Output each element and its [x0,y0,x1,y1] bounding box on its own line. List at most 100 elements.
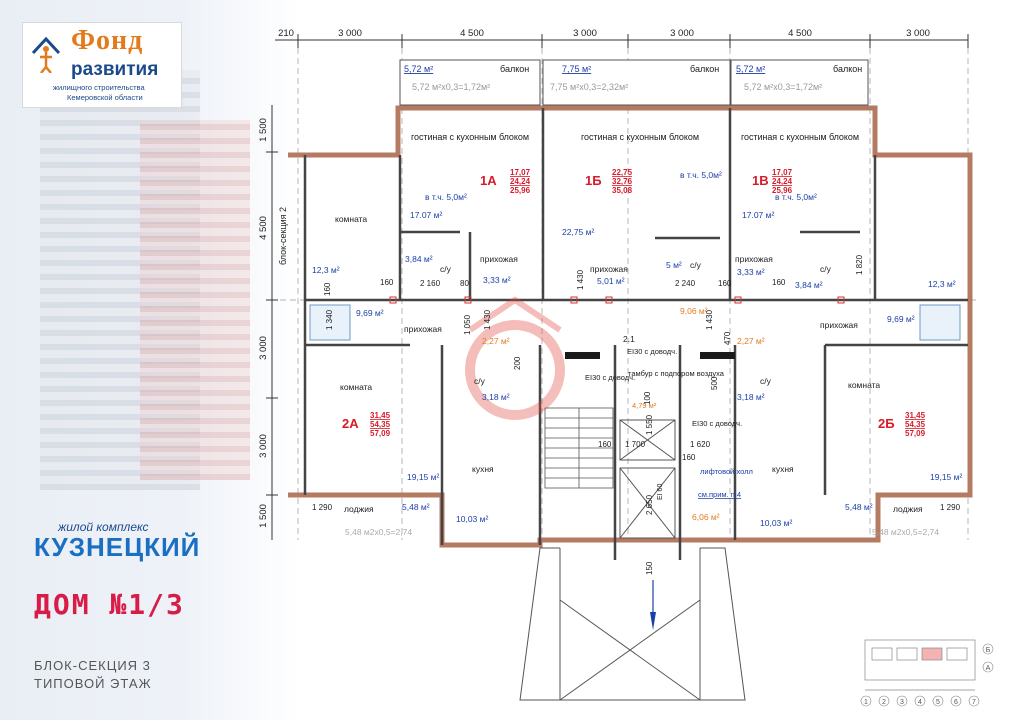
dim-150: 150 [645,561,654,575]
dim-470: 470 [723,331,732,345]
apt-1a-v2: 24,24 [510,177,531,186]
building-photo-red [140,120,250,480]
room-2a-area: 19,15 м² [407,472,439,482]
dim-2240: 2 240 [675,279,696,288]
dim-2160: 2 160 [420,279,441,288]
mini-axis-4: 4 [918,699,922,706]
dim-1050: 1 050 [463,314,472,335]
hall-1a-area: 3,33 м² [483,275,511,285]
dim-1430-a: 1 430 [576,269,585,290]
living-1a-area: 17.07 м² [410,210,442,220]
balcony-1b-calc: 7,75 м²х0,3=2,32м² [550,82,628,92]
living-1a: гостиная с кухонным блоком [411,132,529,142]
tambur-area: 4,79 м² [632,401,657,410]
mini-axis-6: 6 [954,699,958,706]
ei30-right: EI30 с доводч. [692,419,742,428]
fire-doors [565,352,735,359]
hall-2b-label: прихожая [820,320,858,330]
hall-1b-label: прихожая [590,264,628,274]
ei60-label: EI 60 [657,484,664,500]
stair-number: 2.1 [623,334,635,344]
dim-1550: 1 550 [645,414,654,435]
apt-2b-v1: 31,45 [905,411,926,420]
loggia-2b-label: лоджия [893,504,923,514]
loggia-2b-area: 5,48 м² [845,502,873,512]
dim-160-f: 160 [682,453,696,462]
apt-2a-v2: 54,35 [370,420,391,429]
hall-2b-area: 9,69 м² [887,314,915,324]
complex-name: КУЗНЕЦКИЙ [34,532,201,562]
staircase [544,407,614,489]
su-1b-area: 5 м² [666,260,682,270]
inner-walls [303,108,968,560]
balcony-1a-label: балкон [500,64,529,74]
su-1v-area: 3,84 м² [795,280,823,290]
incl-1v: в т.ч. 5,0м² [775,192,817,202]
hall-2a-label: прихожая [404,324,442,334]
apt-2a-id: 2А [342,416,359,431]
balcony-1a-calc: 5,72 м²х0,3=1,72м² [412,82,490,92]
mini-axis-a: А [986,665,991,672]
mini-axis-b: Б [986,647,991,654]
balcony-1v [730,59,869,106]
mini-axis-circles [860,643,994,707]
dim-top-5: 4 500 [788,28,812,39]
house-title: ДОМ №1/3 [34,588,185,621]
building-photo [40,70,200,490]
vent-shafts [309,304,961,341]
su-2b-area: 3,18 м² [737,392,765,402]
ei30-top: EI30 с доводч. [627,347,677,356]
dim-160-c: 160 [718,279,732,288]
mini-axis-1: 1 [864,699,868,706]
dim-160-d: 160 [772,278,786,287]
dim-left-4: 1 500 [258,504,269,528]
apt-1v-v2: 24,24 [772,177,793,186]
kitchen-2b-area: 10,03 м² [760,518,792,528]
mini-axis-3: 3 [900,699,904,706]
balcony-1b-area: 7,75 м² [562,64,591,74]
small-2b-area: 2,27 м² [737,336,765,346]
dim-2650: 2 650 [645,494,654,515]
dim-160-a: 160 [323,282,332,296]
kitchen-2b-label: кухня [772,464,794,474]
loggia-2a-calc: 5,48 м2х0,5=2,74 [345,527,412,537]
block-section-2-label: блок-секция 2 [278,207,288,265]
apt-1a-id: 1А [480,173,497,188]
dim-left-2: 3 000 [258,336,269,360]
loggia-2a-area: 5,48 м² [402,502,430,512]
door-markers [389,296,845,304]
dim-top-0: 210 [278,28,294,39]
living-1b: гостиная с кухонным блоком [581,132,699,142]
apt-1a-v3: 25,96 [510,186,531,195]
dim-top-3: 3 000 [573,28,597,39]
floor-type-label: ТИПОВОЙ ЭТАЖ [34,676,152,691]
dim-1290-b: 1 290 [940,503,961,512]
tambur-label: тамбур с подпором воздуха [628,369,725,378]
entrance-canopy [519,547,746,701]
dim-160-e: 160 [598,440,612,449]
balcony-1a [399,59,541,106]
complex-small-label: жилой комплекс [58,520,149,534]
note-label: см.прим. п.4 [698,490,741,499]
apt-1v-v3: 25,96 [772,186,793,195]
dim-left-0: 1 500 [258,118,269,142]
apt-2b-v2: 54,35 [905,420,926,429]
mini-axis-7: 7 [972,699,976,706]
fund-logo: Фонд развития жилищного строительства Ке… [22,22,182,108]
lift-shafts [619,419,676,539]
balcony-1b-label: балкон [690,64,719,74]
block-section-label: БЛОК-СЕКЦИЯ 3 [34,658,151,673]
apt-1b-v1: 22,75 [612,168,633,177]
dim-top-1: 3 000 [338,28,362,39]
logo-line2: развития [71,59,159,80]
mini-axis-2: 2 [882,699,886,706]
dim-1340: 1 340 [325,309,334,330]
loggia-2a-label: лоджия [344,504,374,514]
su-2a-area: 3,18 м² [482,392,510,402]
apt-1b-id: 1Б [585,173,602,188]
hall-1v-label: прихожая [735,254,773,264]
plan-grid [266,34,969,540]
apt-1a-v1: 17,07 [510,168,531,177]
room-2b-area: 19,15 м² [930,472,962,482]
